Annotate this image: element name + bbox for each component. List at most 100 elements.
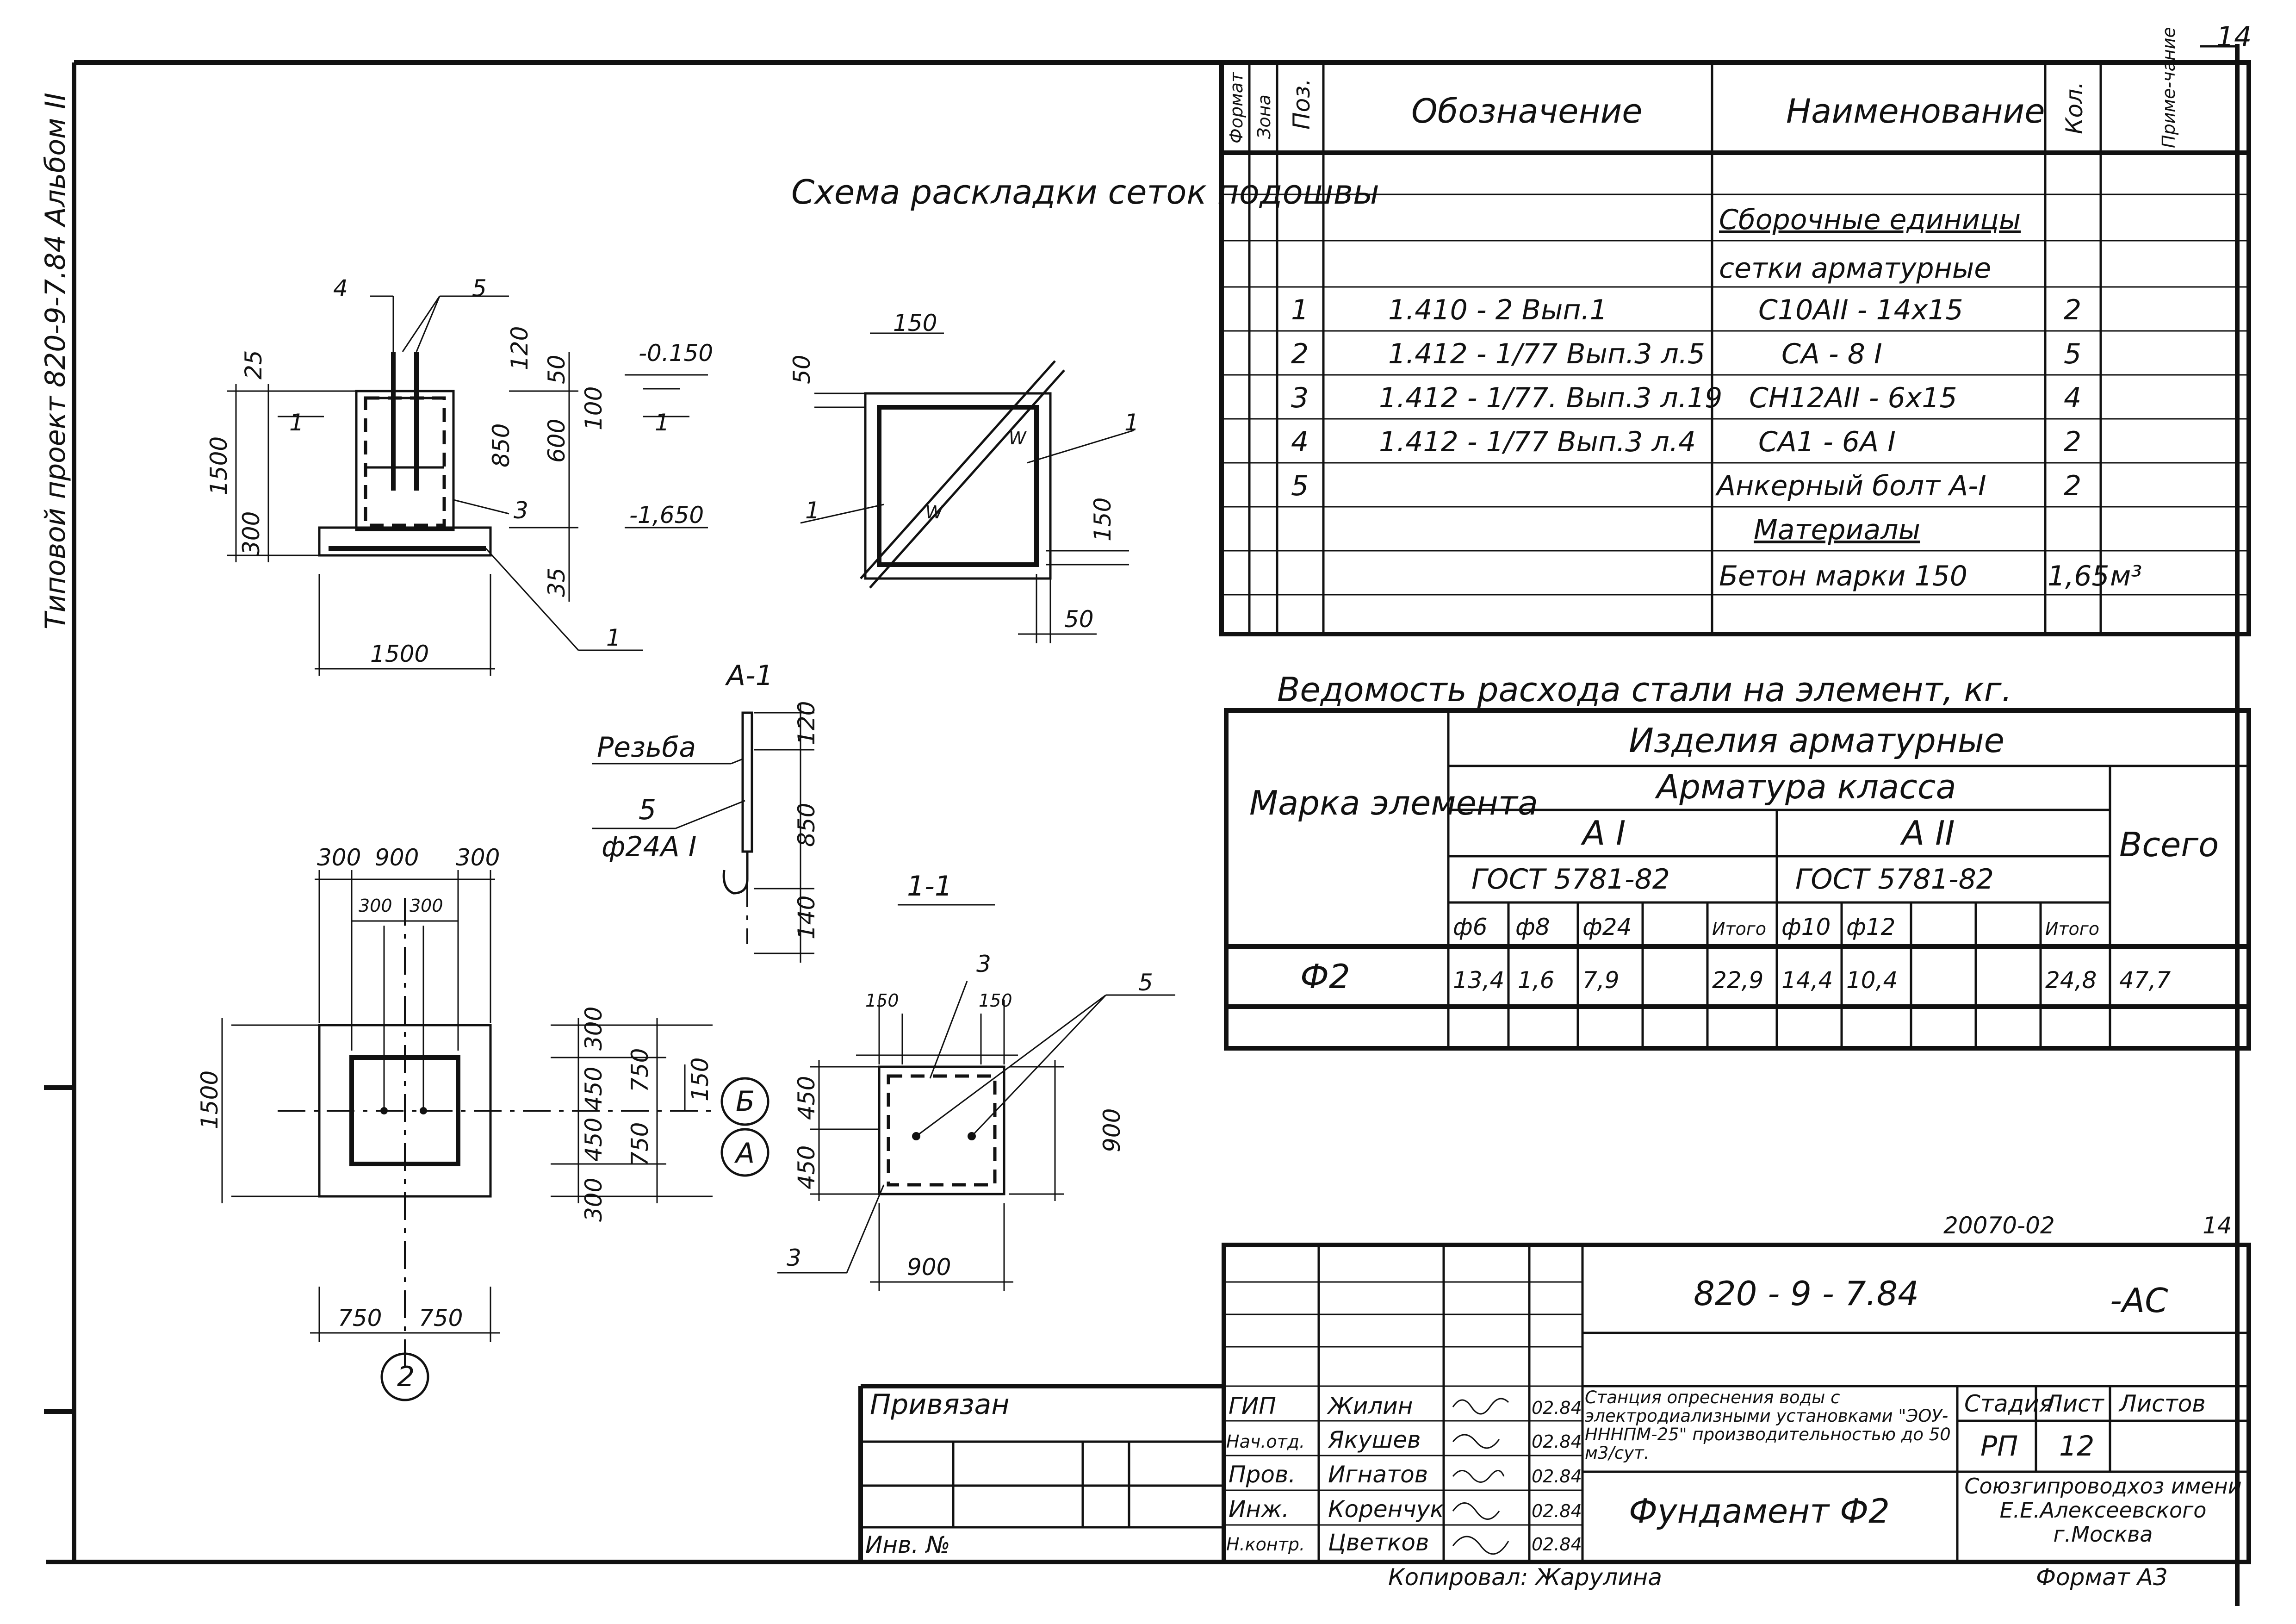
side-stamp: Типовой проект 820-9-7.84 Альбом II [39,93,72,629]
steel-gost-2: ГОСТ 5781-82 [1795,863,1994,896]
svg-text:24,8: 24,8 [2045,967,2097,994]
steel-col-header: ф6 [1453,914,1488,940]
svg-text:300: 300 [317,844,361,871]
signature-row: ГИП Жилин 02.84 [1229,1393,1582,1419]
spec-section-assemblies: Сборочные единицы [1719,204,2021,236]
spec-header-pos: Поз. [1288,78,1315,130]
svg-text:900: 900 [375,844,419,871]
steel-col-header: Итого [1712,919,1766,939]
svg-text:СА1 - 6А I: СА1 - 6А I [1758,426,1896,458]
section-11-label: 1-1 [907,870,952,902]
svg-text:120: 120 [793,701,820,745]
bound-label: Привязан [870,1388,1010,1421]
steel-col-mark: Марка элемента [1249,784,1538,822]
svg-text:100: 100 [580,386,607,430]
sheet-header: Лист [2044,1390,2105,1417]
svg-text:4: 4 [1291,426,1309,458]
svg-text:35: 35 [543,567,570,597]
svg-text:1.412 - 1/77 Вып.3 л.4: 1.412 - 1/77 Вып.3 л.4 [1379,426,1696,458]
svg-text:850: 850 [793,803,820,847]
steel-table: Ведомость расхода стали на элемент, кг. … [1224,670,2251,1051]
svg-text:Коренчук: Коренчук [1328,1496,1444,1523]
svg-text:Н.контр.: Н.контр. [1226,1534,1305,1555]
svg-text:150: 150 [893,310,937,336]
svg-text:02.84: 02.84 [1532,1431,1582,1452]
svg-text:150: 150 [865,990,899,1011]
bolt-pos-label: 5 [639,794,656,826]
project-title: Станция опреснения воды с электродиализн… [1585,1388,1951,1463]
svg-text:1.412 - 1/77. Вып.3 л.19: 1.412 - 1/77. Вып.3 л.19 [1379,382,1722,414]
svg-text:850: 850 [488,423,515,467]
inv-label: Инв. № [865,1531,950,1558]
level-top: -0.150 [639,340,713,367]
svg-text:ГИП: ГИП [1229,1393,1276,1419]
svg-text:25: 25 [240,350,267,380]
svg-text:Инж.: Инж. [1229,1496,1289,1523]
sheet-value: 12 [2059,1430,2094,1462]
svg-text:3: 3 [976,951,991,977]
steel-col-header: ф8 [1515,914,1550,940]
axis-b-label: Б [736,1085,755,1118]
sheet-number: 14 [2216,21,2252,53]
stage-header: Стадия [1964,1390,2053,1417]
svg-text:Анкерный болт А-I: Анкерный болт А-I [1715,470,1986,502]
steel-class-2: А II [1900,814,1955,852]
spec-header-format: Формат [1226,71,1247,143]
svg-text:600: 600 [543,419,570,463]
spec-concrete-qty: 1,65 [2048,560,2110,592]
svg-text:Пров.: Пров. [1229,1461,1296,1488]
title-block: 20070-02 14 Привязан Инв. № [858,1212,2251,1591]
svg-text:300: 300 [580,1007,607,1051]
svg-text:1: 1 [1291,294,1309,326]
svg-text:Якушев: Якушев [1328,1426,1421,1453]
svg-text:300: 300 [359,896,392,916]
svg-text:300: 300 [580,1178,607,1222]
svg-text:02.84: 02.84 [1532,1534,1582,1555]
svg-text:1500: 1500 [205,436,232,495]
steel-col-header: ф10 [1781,914,1831,940]
svg-text:1: 1 [655,409,670,436]
svg-text:3: 3 [1291,382,1309,414]
signature-row: Пров. Игнатов 02.84 [1229,1461,1582,1488]
svg-text:Жилин: Жилин [1327,1393,1413,1419]
svg-text:7,9: 7,9 [1582,967,1620,994]
callout-4: 4 [333,275,348,302]
svg-text:1.412 - 1/77 Вып.3 л.5: 1.412 - 1/77 Вып.3 л.5 [1388,338,1705,370]
svg-text:СА - 8 I: СА - 8 I [1781,338,1882,370]
svg-text:Нач.отд.: Нач.отд. [1226,1431,1305,1452]
svg-text:Игнатов: Игнатов [1328,1461,1428,1488]
svg-text:1,6: 1,6 [1518,967,1555,994]
spec-concrete-name: Бетон марки 150 [1719,560,1967,592]
steel-col-header: ф12 [1846,914,1895,940]
paper-format: Формат А3 [2036,1564,2168,1591]
signature-scribbles [1452,1398,1509,1555]
svg-text:1.410 - 2 Вып.1: 1.410 - 2 Вып.1 [1388,294,1607,326]
svg-text:47,7: 47,7 [2119,967,2171,994]
callout-3: 3 [514,497,528,524]
steel-table-title: Ведомость расхода стали на элемент, кг. [1277,670,2012,709]
axis-2-label: 2 [397,1361,415,1393]
svg-text:50: 50 [788,355,815,384]
anchor-bolt-detail: А-1 Резьба 5 ф24А I 120 850 140 [592,660,820,963]
svg-text:С10АII - 14х15: С10АII - 14х15 [1758,294,1963,326]
section-aa-label: А-1 [725,660,773,692]
svg-text:2: 2 [1291,338,1309,370]
sheets-header: Листов [2118,1390,2206,1417]
svg-text:120: 120 [506,326,533,370]
layout-title: Схема раскладки сеток подошвы [791,173,1379,212]
column-section-11: 1-1 150 150 3 5 3 450 450 900 900 [777,870,1175,1291]
svg-text:02.84: 02.84 [1532,1466,1582,1487]
svg-text:5: 5 [1291,470,1309,502]
svg-text:450: 450 [793,1076,820,1120]
foundation-section: 4 5 3 1 25 1500 300 850 120 50 600 100 3… [205,275,713,676]
svg-text:02.84: 02.84 [1532,1501,1582,1521]
svg-text:W: W [1009,428,1027,448]
svg-text:750: 750 [627,1122,653,1166]
spec-row: 4 1.412 - 1/77 Вып.3 л.4 СА1 - 6А I 2 [1291,426,2081,458]
bolt-dia-label: ф24А I [602,831,696,863]
svg-text:10,4: 10,4 [1846,967,1898,994]
signature-row: Нач.отд. Якушев 02.84 [1226,1426,1582,1453]
svg-text:150: 150 [1089,498,1116,541]
svg-text:50: 50 [1064,606,1094,633]
